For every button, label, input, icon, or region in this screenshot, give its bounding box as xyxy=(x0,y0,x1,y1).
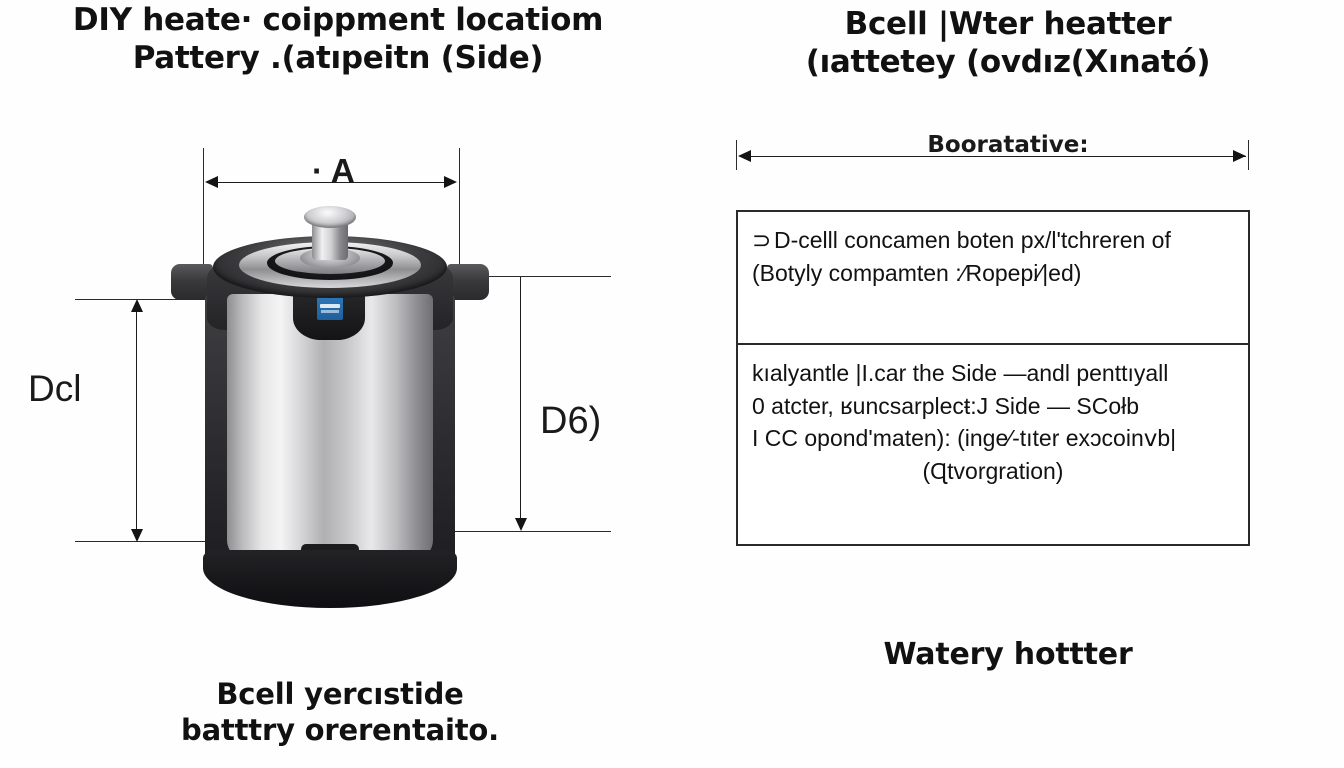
note-box: ⊃D-celll concamen boten px/l'tchreren of… xyxy=(736,210,1250,546)
dimension-arrow-width-right xyxy=(444,176,457,188)
left-panel-title: DIY heate· coippment locatiom Pattery .(… xyxy=(36,2,640,78)
note-bottom-line-4: (Ɋtvorgration) xyxy=(922,457,1064,484)
span-arrow-right xyxy=(1233,150,1246,162)
note-bottom-line-2: 0 atcter, ʁuncsarplecŧ:J Side — SCołb xyxy=(752,392,1140,419)
left-panel-caption: Bcell yercıstide batttry orerentaito. xyxy=(120,676,560,749)
note-bottom-line-1: kıalyantle |I.car the Side —andl penttıy… xyxy=(752,360,1169,386)
badge-text-row-lower xyxy=(321,310,339,313)
left-caption-line-1: Bcell yercıstide xyxy=(216,677,464,711)
dimension-arrow-height-right-bottom xyxy=(515,518,527,531)
dimension-line-width xyxy=(207,182,455,183)
note-box-bottom-cell: kıalyantle |I.car the Side —andl penttıy… xyxy=(738,345,1248,544)
dark-base-ring xyxy=(203,550,457,608)
right-title-line-1: Bcell |Wter heatter xyxy=(844,6,1172,42)
note-top-line-1-text: D-celll concamen boten px/l'tchreren of xyxy=(774,227,1171,253)
dimension-label-width: · A xyxy=(312,152,355,189)
dimension-arrow-width-left xyxy=(205,176,218,188)
water-heater-illustration xyxy=(171,198,489,608)
side-handle-tab-left-icon xyxy=(171,264,213,300)
shell-flank-right xyxy=(429,290,455,572)
left-panel: DIY heate· coippment locatiom Pattery .(… xyxy=(28,2,640,749)
dimension-line-height-right xyxy=(520,277,521,525)
note-box-span-label: Booratative: xyxy=(927,132,1089,158)
extension-line-top-right xyxy=(459,148,460,268)
extension-line-right-lower xyxy=(455,531,611,532)
right-panel-caption: Watery hottter xyxy=(883,637,1133,672)
side-handle-tab-right-icon xyxy=(447,264,489,300)
right-panel: Bcell |Wter heatter (ıattetey (ovdız(Xın… xyxy=(672,0,1344,768)
left-title-line-2: Pattery .(atıpeitn (Side) xyxy=(132,39,544,76)
left-title-line-1: DIY heate· coippment locatiom xyxy=(72,2,604,38)
technical-drawing-stage: · A Dcl D6) xyxy=(28,148,611,608)
shell-flank-left xyxy=(205,290,231,572)
dimension-arrow-height-left-bottom xyxy=(131,529,143,542)
extension-line-right-upper xyxy=(459,276,611,277)
span-arrow-left xyxy=(738,150,751,162)
dimension-label-height-right: D6) xyxy=(540,400,602,442)
span-extension-line-left xyxy=(736,140,737,170)
extension-line-left-lower xyxy=(75,541,215,542)
note-top-line-1: ⊃D-celll concamen boten px/l'tchreren of xyxy=(752,224,1234,257)
extension-line-top-left xyxy=(203,148,204,276)
note-box-top-cell: ⊃D-celll concamen boten px/l'tchreren of… xyxy=(738,212,1248,345)
note-bullet-icon: ⊃ xyxy=(752,227,772,253)
note-top-line-2: (Botyly compamten :⁄Ropepi⁄|ed) xyxy=(752,259,1082,286)
dimension-arrow-height-left-top xyxy=(131,299,143,312)
dimension-label-height-left: Dcl xyxy=(28,368,82,409)
dimension-line-height-left xyxy=(136,302,137,540)
right-panel-title: Bcell |Wter heatter (ıattetey (ovdız(Xın… xyxy=(688,6,1328,82)
right-title-line-2: (ıattetey (ovdız(Xınató) xyxy=(805,43,1211,80)
span-dimension-line xyxy=(740,156,1246,157)
lid-knob-cap xyxy=(304,206,356,228)
note-bottom-line-3: I CC opond'maten): (inge⁄-tıter exɔcoinⅴ… xyxy=(752,425,1177,452)
left-caption-line-2: batttry orerentaito. xyxy=(181,713,499,748)
badge-stripe-lower xyxy=(320,304,340,308)
span-extension-line-right xyxy=(1248,140,1249,170)
